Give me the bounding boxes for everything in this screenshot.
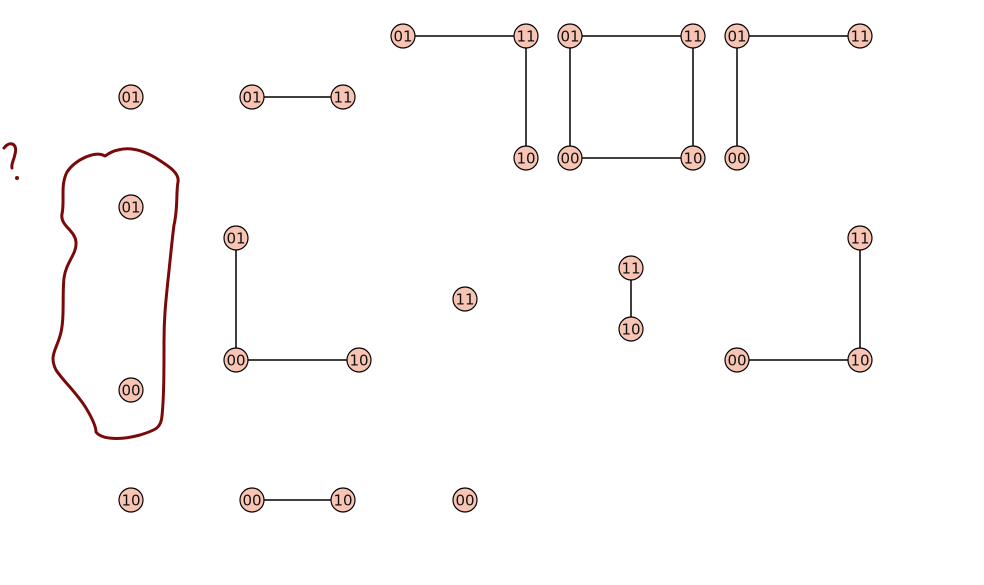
graph-3-node-1: 11 <box>680 23 706 49</box>
hand-annotation <box>2 142 180 440</box>
graph-6-node-2: 10 <box>346 347 372 373</box>
graph-5-node-0: 01 <box>118 194 144 220</box>
node-circle <box>223 347 249 373</box>
node-label: 11 <box>850 28 869 46</box>
node-label: 00 <box>560 150 579 168</box>
graph-9-node-0: 11 <box>847 225 873 251</box>
node-label: 00 <box>121 382 140 400</box>
graph-7-node-0: 11 <box>452 286 478 312</box>
graph-4-node-1: 11 <box>847 23 873 49</box>
graph-9-node-1: 00 <box>724 347 750 373</box>
node-circle <box>513 23 539 49</box>
node-circle <box>557 23 583 49</box>
node-label: 10 <box>121 492 140 510</box>
node-circle <box>346 347 372 373</box>
node-label: 01 <box>242 89 261 107</box>
graph-4-node-0: 01 <box>724 23 750 49</box>
node-label: 00 <box>727 150 746 168</box>
node-label: 11 <box>850 230 869 248</box>
node-label: 10 <box>850 352 869 370</box>
node-label: 01 <box>121 199 140 217</box>
edges-layer <box>235 35 861 501</box>
node-circle <box>847 23 873 49</box>
node-label: 01 <box>121 89 140 107</box>
graph-12-node-0: 00 <box>452 487 478 513</box>
graph-0-node-0: 01 <box>118 84 144 110</box>
graph-2-node-0: 01 <box>390 23 416 49</box>
node-circle <box>118 84 144 110</box>
node-label: 11 <box>621 260 640 278</box>
node-circle <box>618 255 644 281</box>
node-circle <box>390 23 416 49</box>
graph-1-node-1: 11 <box>330 84 356 110</box>
node-label: 00 <box>242 492 261 510</box>
node-label: 11 <box>516 28 535 46</box>
graph-2-node-1: 11 <box>513 23 539 49</box>
node-circle <box>452 487 478 513</box>
node-circle <box>452 286 478 312</box>
node-label: 00 <box>226 352 245 370</box>
node-label: 11 <box>455 291 474 309</box>
graph-6-node-0: 01 <box>223 225 249 251</box>
node-label: 10 <box>683 150 702 168</box>
graph-3-node-2: 00 <box>557 145 583 171</box>
handwritten-question-mark <box>2 142 18 170</box>
node-label: 10 <box>516 150 535 168</box>
graph-3-node-0: 01 <box>557 23 583 49</box>
node-circle <box>118 487 144 513</box>
graph-11-node-0: 00 <box>239 487 265 513</box>
node-circle <box>724 145 750 171</box>
node-label: 10 <box>349 352 368 370</box>
node-label: 01 <box>727 28 746 46</box>
graph-10-node-0: 10 <box>118 487 144 513</box>
node-label: 01 <box>560 28 579 46</box>
node-label: 01 <box>226 230 245 248</box>
node-circle <box>223 225 249 251</box>
node-circle <box>618 316 644 342</box>
node-circle <box>239 84 265 110</box>
node-circle <box>557 145 583 171</box>
node-circle <box>724 23 750 49</box>
node-circle <box>847 225 873 251</box>
node-circle <box>724 347 750 373</box>
graph-5-node-1: 00 <box>118 377 144 403</box>
graph-6-node-1: 00 <box>223 347 249 373</box>
graph-3-node-3: 10 <box>680 145 706 171</box>
node-label: 11 <box>333 89 352 107</box>
node-label: 00 <box>727 352 746 370</box>
node-circle <box>330 487 356 513</box>
graph-8-node-1: 10 <box>618 316 644 342</box>
node-circle <box>680 145 706 171</box>
node-circle <box>680 23 706 49</box>
node-label: 10 <box>333 492 352 510</box>
node-label: 10 <box>621 321 640 339</box>
node-circle <box>239 487 265 513</box>
node-circle <box>847 347 873 373</box>
nodes-layer: 01 01 11 01 11 10 01 11 00 10 01 11 00 01 00 01 00 10 11 11… <box>118 23 873 513</box>
graph-2-node-2: 10 <box>513 145 539 171</box>
node-label: 01 <box>393 28 412 46</box>
node-label: 00 <box>455 492 474 510</box>
handwritten-question-mark-dot <box>15 176 19 180</box>
graph-8-node-0: 11 <box>618 255 644 281</box>
node-circle <box>330 84 356 110</box>
graph-1-node-0: 01 <box>239 84 265 110</box>
node-circle <box>513 145 539 171</box>
node-circle <box>118 194 144 220</box>
encircling-loop <box>51 147 180 440</box>
graph-9-node-2: 10 <box>847 347 873 373</box>
node-label: 11 <box>683 28 702 46</box>
graph-4-node-2: 00 <box>724 145 750 171</box>
graph-11-node-1: 10 <box>330 487 356 513</box>
node-circle <box>118 377 144 403</box>
